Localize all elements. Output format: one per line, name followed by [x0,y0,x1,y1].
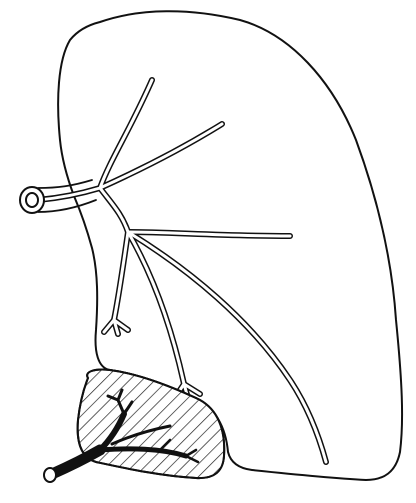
hilar-vessel-stump [20,187,44,213]
occluded-vessel-stump [44,468,56,482]
